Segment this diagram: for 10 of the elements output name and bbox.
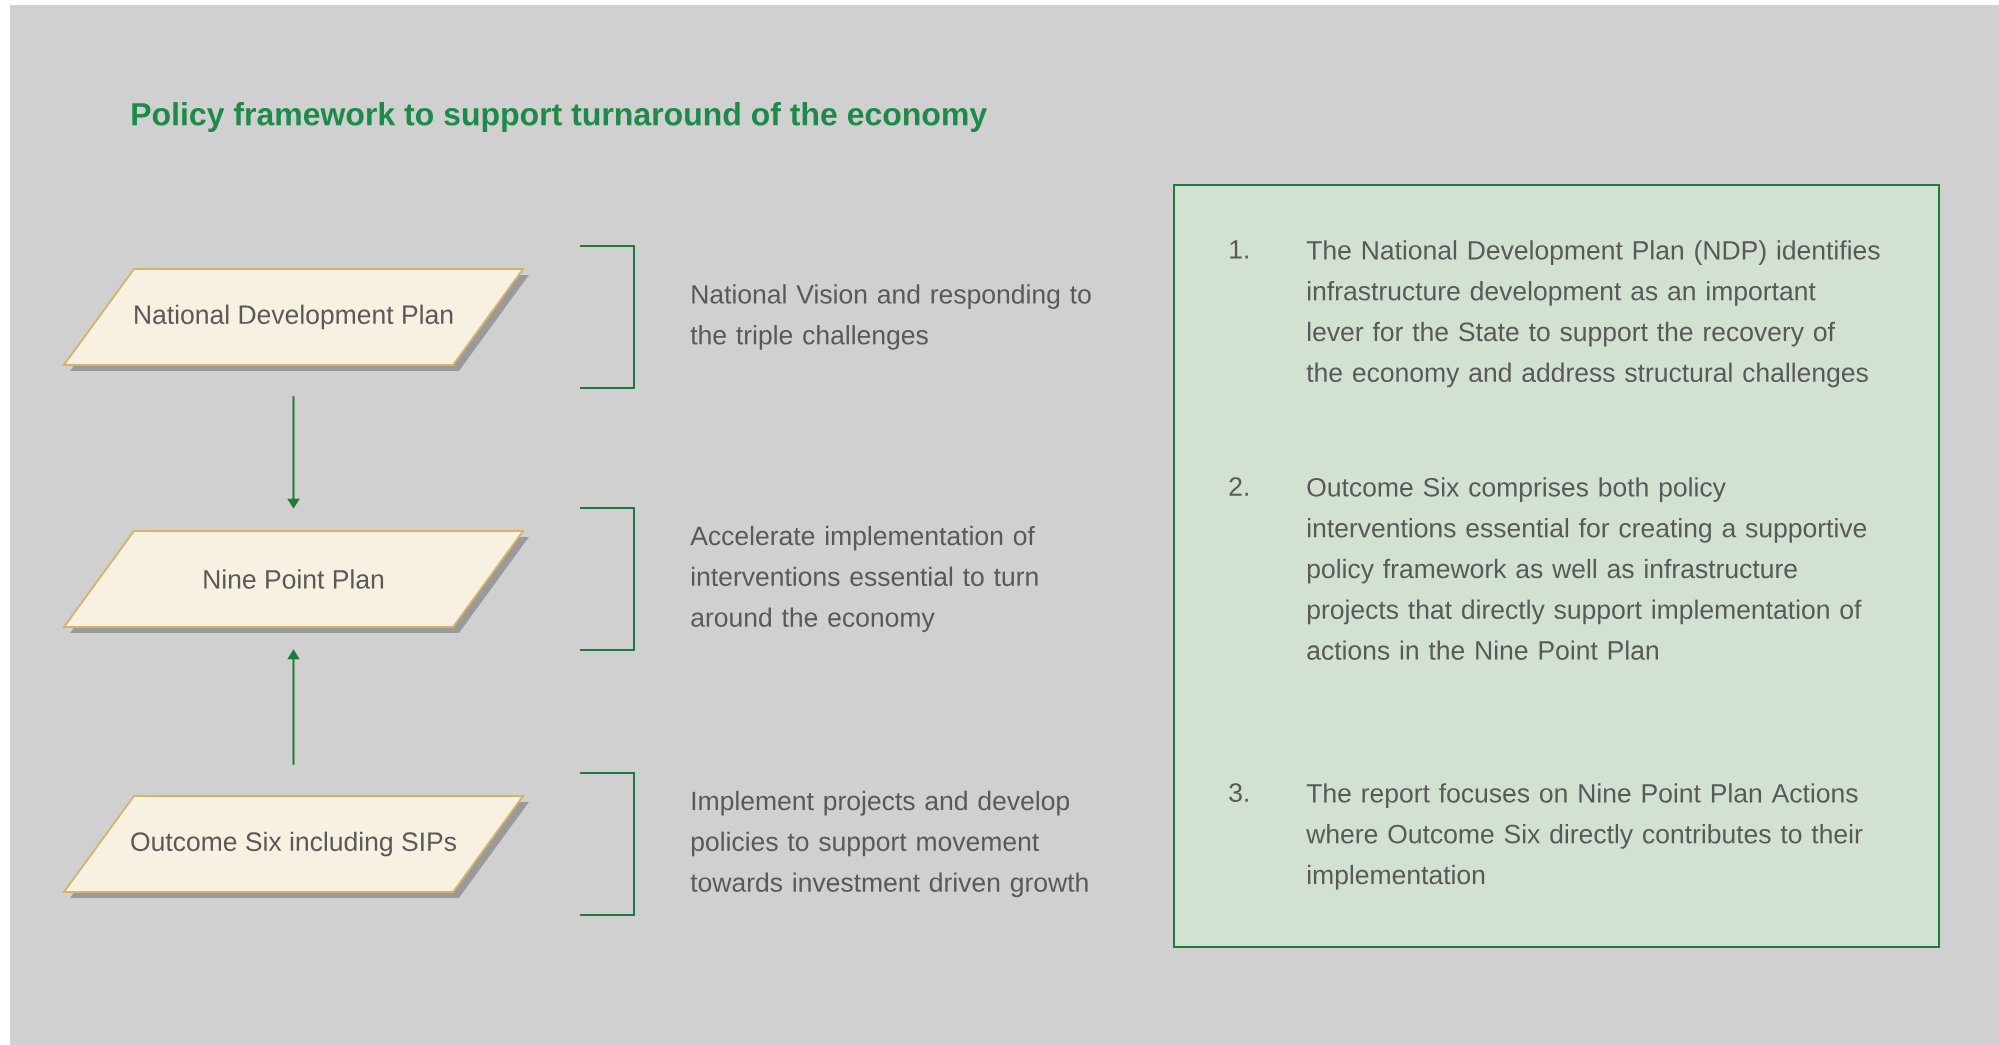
list-number: 3. bbox=[1229, 783, 1248, 802]
list-item-text: Outcome Six comprises both policy interventions essential for creating a supportive policy framework as well as infrastructure projects that directly support implementation of actions in the Nine Point Plan bbox=[1307, 477, 1867, 660]
list-number: 2. bbox=[1229, 477, 1248, 496]
list-item-text: The National Development Plan (NDP) identifies infrastructure development as an important lever for the State to support the recovery of the economy and address structural challenges bbox=[1306, 240, 1880, 388]
list-number: 1. bbox=[1230, 240, 1248, 259]
description-text: National Vision and responding to the triple challenges bbox=[690, 284, 1091, 350]
description-text: Accelerate implementation of interventions essential to turn around the economy bbox=[690, 525, 1038, 633]
title: Policy framework to support turnaround of the economy bbox=[132, 102, 987, 132]
list-item-text: The report focuses on Nine Point Plan Actions where Outcome Six directly contributes to their implementation bbox=[1306, 783, 1863, 890]
description-text: Implement projects and develop policies to support movement towards investment driven growth bbox=[690, 790, 1088, 898]
